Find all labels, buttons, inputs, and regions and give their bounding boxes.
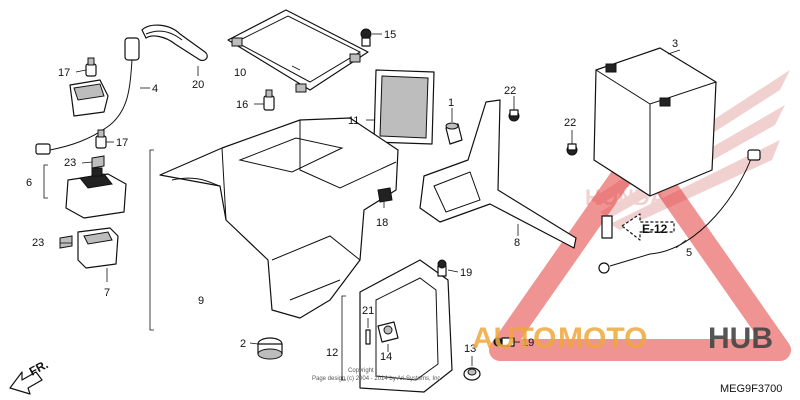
pin-part-21 bbox=[365, 329, 371, 345]
label-part-13: 13 bbox=[464, 343, 476, 355]
automotohub-watermark: AUTO MOTO HUB bbox=[472, 322, 773, 355]
bolt-part-17-b bbox=[95, 129, 107, 149]
label-part-23-a: 23 bbox=[64, 157, 76, 169]
label-part-4: 4 bbox=[152, 83, 158, 95]
part-labels: 1 2 3 4 5 6 7 8 9 10 11 12 13 14 15 16 1… bbox=[26, 29, 692, 363]
battery-box-part-9 bbox=[159, 117, 399, 319]
bracket-part-8 bbox=[419, 99, 577, 249]
bolt-part-15 bbox=[360, 28, 372, 47]
clip-part-18 bbox=[377, 187, 393, 203]
reference-label: E-12 bbox=[642, 222, 668, 236]
label-part-9: 9 bbox=[198, 295, 204, 307]
cover-part-12 bbox=[359, 259, 453, 393]
cover-part-7 bbox=[77, 227, 119, 269]
label-part-12: 12 bbox=[326, 347, 338, 359]
label-part-22-b: 22 bbox=[564, 117, 576, 129]
label-part-8: 8 bbox=[514, 237, 520, 249]
label-part-5: 5 bbox=[686, 247, 692, 259]
label-part-18: 18 bbox=[376, 217, 388, 229]
front-direction-arrow: FR. bbox=[9, 357, 50, 395]
reference-e12: E-12 bbox=[601, 213, 675, 241]
label-part-11: 11 bbox=[348, 115, 359, 127]
label-part-20: 20 bbox=[192, 79, 204, 91]
label-part-1: 1 bbox=[448, 97, 454, 109]
label-part-19-a: 19 bbox=[460, 267, 472, 279]
label-part-17-a: 17 bbox=[58, 67, 70, 79]
label-part-15: 15 bbox=[384, 29, 396, 41]
bolt-part-17-a bbox=[85, 57, 97, 77]
label-part-6: 6 bbox=[26, 177, 32, 189]
lid-part-10 bbox=[227, 9, 369, 93]
label-part-10: 10 bbox=[234, 67, 246, 79]
label-part-3: 3 bbox=[672, 38, 678, 50]
relay-part-6 bbox=[65, 167, 127, 219]
collar-part-1 bbox=[445, 122, 463, 145]
label-part-17-b: 17 bbox=[116, 137, 128, 149]
watermark-auto: AUTO bbox=[472, 322, 556, 355]
pad-part-11 bbox=[373, 69, 435, 145]
bolt-part-22-a bbox=[508, 109, 520, 122]
label-part-14: 14 bbox=[380, 351, 392, 363]
label-part-2: 2 bbox=[240, 338, 246, 350]
strap-part-20 bbox=[141, 24, 208, 61]
copyright-text: Copyright bbox=[348, 368, 374, 374]
diagram-code: MEG9F3700 bbox=[720, 383, 782, 395]
bolt-part-19-a bbox=[437, 259, 447, 277]
label-part-19-b: 19 bbox=[522, 337, 534, 349]
label-part-7: 7 bbox=[104, 287, 110, 299]
label-part-23-b: 23 bbox=[32, 237, 44, 249]
battery-part-3 bbox=[593, 47, 717, 197]
label-part-21: 21 bbox=[362, 305, 374, 317]
nut-part-14 bbox=[377, 321, 399, 343]
group-bracket-9 bbox=[149, 149, 154, 331]
label-part-16: 16 bbox=[236, 99, 248, 111]
copyright-line2: Page design (c) 2004 - 2014 by Ari Syste… bbox=[312, 376, 442, 382]
bolt-part-16 bbox=[263, 89, 275, 111]
leader-lines bbox=[60, 33, 687, 366]
grommet-part-13 bbox=[463, 367, 481, 381]
warning-triangle-watermark bbox=[489, 139, 791, 361]
watermark-hub: HUB bbox=[708, 322, 773, 355]
grommet-part-2 bbox=[257, 337, 283, 360]
group-bracket-12 bbox=[341, 295, 346, 381]
cable-part-5 bbox=[598, 149, 761, 274]
label-part-22-a: 22 bbox=[504, 85, 516, 97]
group-bracket-6 bbox=[43, 164, 48, 199]
bolt-part-22-b bbox=[566, 143, 578, 156]
watermark-moto: MOTO bbox=[558, 322, 647, 355]
clip-part-23-b bbox=[59, 235, 73, 249]
clip-part-23-a bbox=[91, 155, 105, 169]
harness-part-4 bbox=[35, 37, 140, 155]
